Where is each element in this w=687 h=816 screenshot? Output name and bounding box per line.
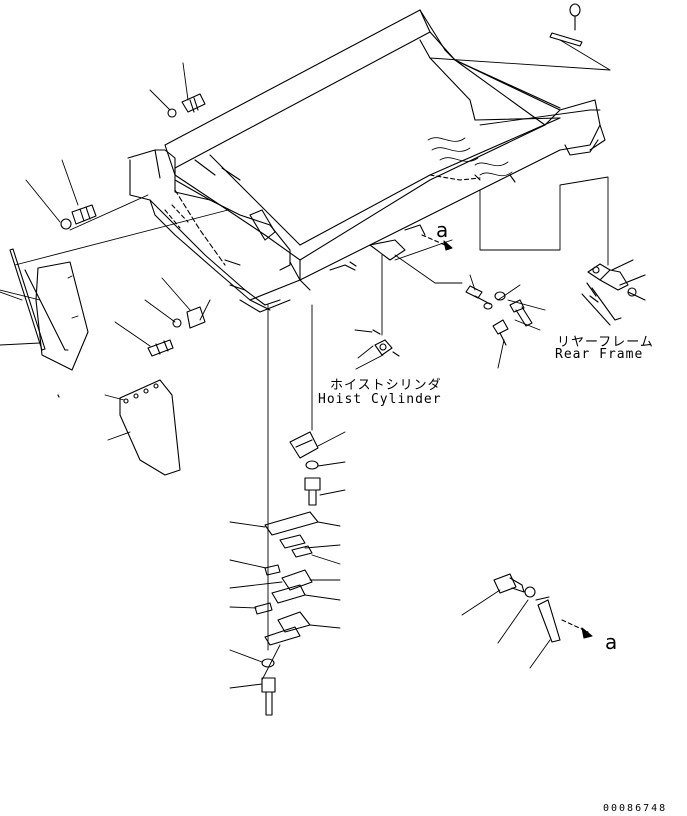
hoist-cylinder-en-label: Hoist Cylinder: [318, 392, 442, 407]
top-bolts: [25, 62, 206, 230]
rear-frame-link: [581, 259, 646, 326]
stop-pad: [289, 431, 346, 506]
view-arrows: [421, 234, 593, 639]
pin-top-right: [549, 3, 583, 47]
leader-lines: [14, 39, 611, 681]
hoist-cylinder-pin: [354, 329, 400, 370]
pad-bolt: [114, 277, 206, 357]
rear-frame-jp-label: リヤーフレーム: [557, 335, 654, 350]
arrow-head-top: [443, 240, 453, 251]
arrow-head-bottom: [581, 627, 593, 639]
rear-frame-en-label: Rear Frame: [555, 347, 644, 362]
drawing-code: 00086748: [603, 803, 668, 814]
bottom-right-hardware: [461, 573, 589, 669]
side-plate: [104, 379, 181, 476]
dump-body: [127, 9, 606, 313]
rear-bolts: [465, 284, 546, 369]
view-a-label-bottom: a: [605, 630, 618, 654]
left-mudflap: [0, 248, 89, 398]
shim-stack: [229, 511, 341, 716]
hoist-cylinder-jp-label: ホイストシリンダ: [330, 378, 442, 393]
view-a-label-top: a: [436, 218, 449, 242]
